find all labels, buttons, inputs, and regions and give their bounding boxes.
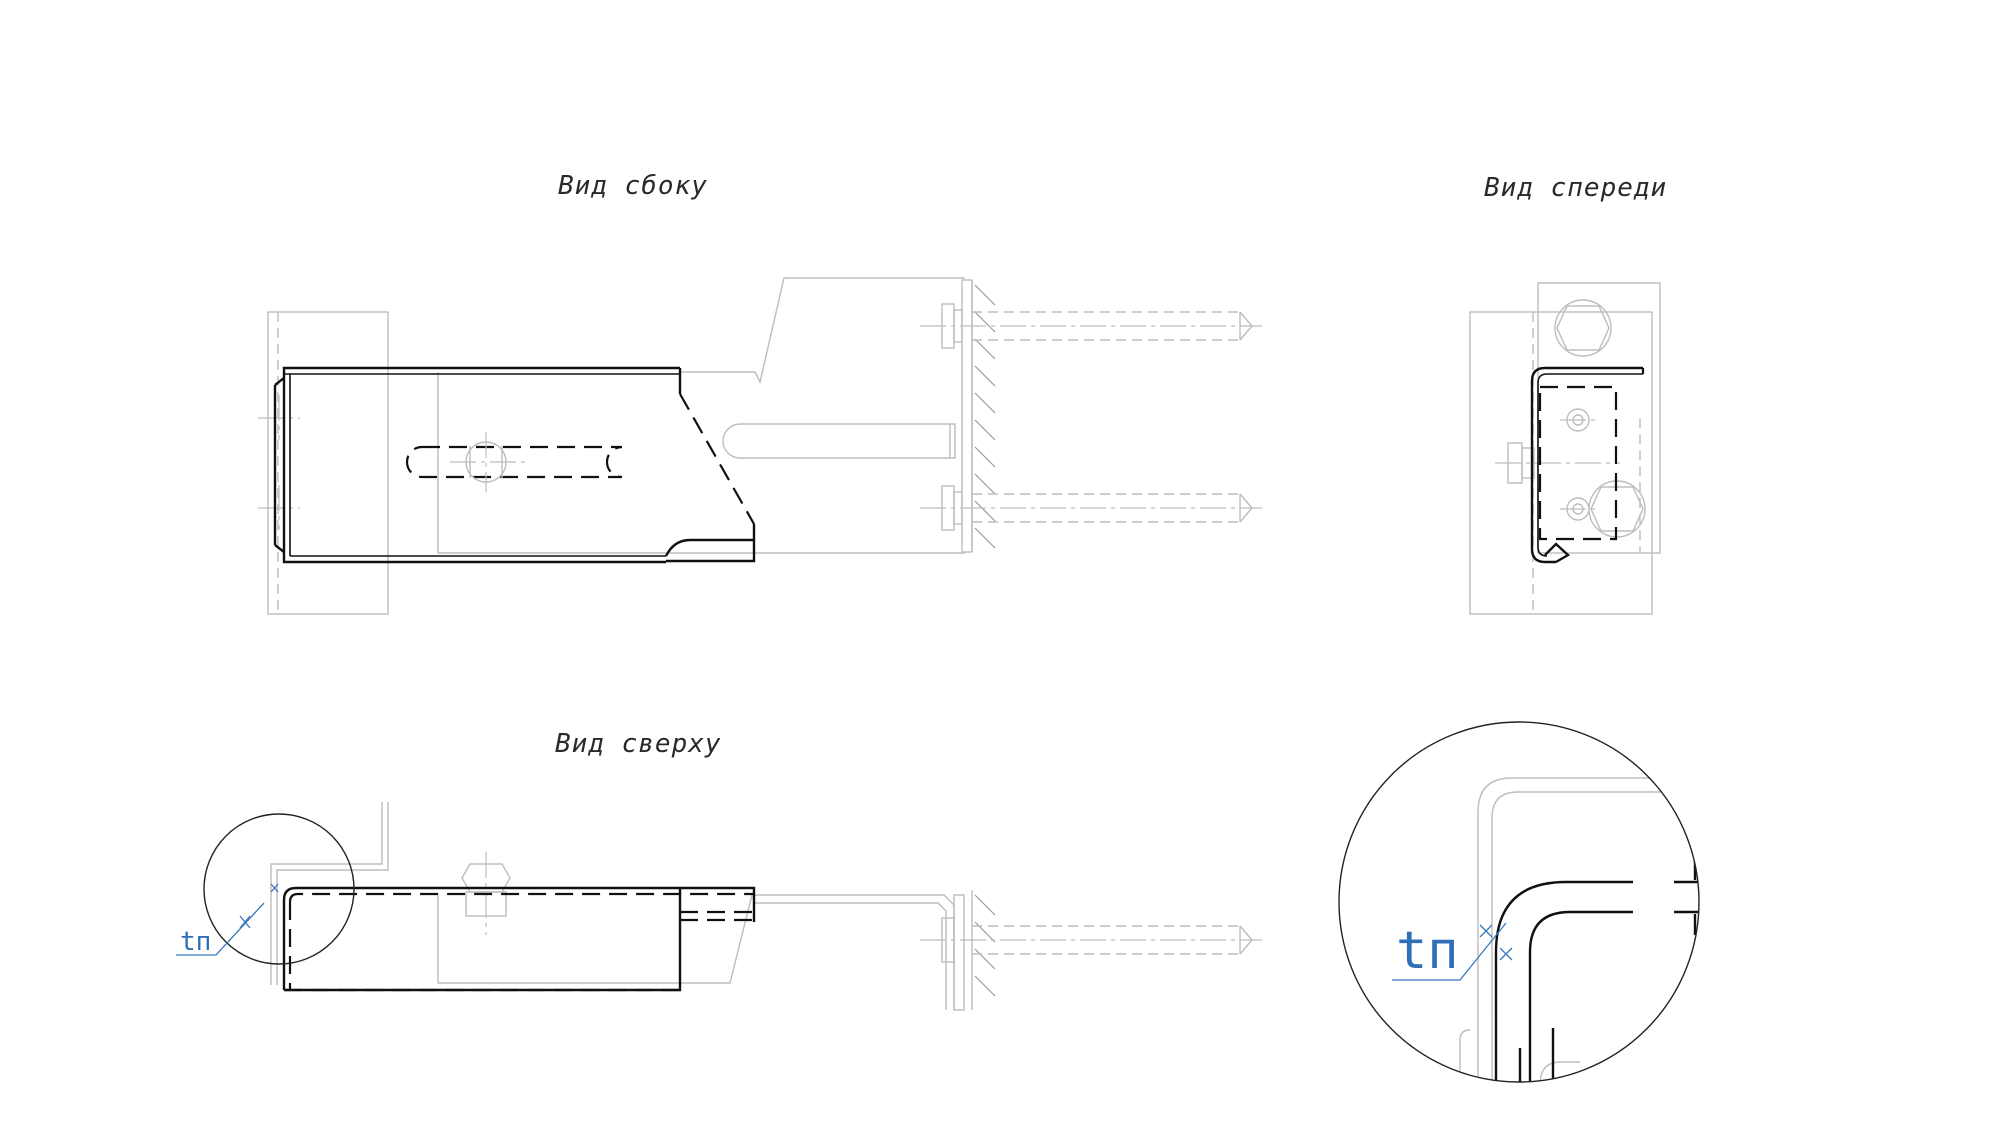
side-anchor-bottom: [920, 485, 1262, 531]
top-wall-hatch: [974, 894, 996, 997]
front-view-title: Вид спереди: [1484, 173, 1667, 203]
front-view: [1469, 282, 1661, 615]
thickness-label-large: tп: [1396, 921, 1459, 981]
side-wall-hatch: [974, 284, 996, 549]
detail-view: tп: [1338, 721, 1700, 1083]
top-view-title: Вид сверху: [555, 729, 722, 759]
side-view-title: Вид сбоку: [558, 171, 708, 201]
detail-circle: [1338, 721, 1700, 1083]
side-view: [258, 277, 1262, 615]
top-view: tп: [176, 802, 1262, 1011]
detail-callout-circle: [203, 813, 355, 965]
thickness-label-small: tп: [180, 927, 211, 957]
side-anchor-top: [920, 303, 1262, 349]
